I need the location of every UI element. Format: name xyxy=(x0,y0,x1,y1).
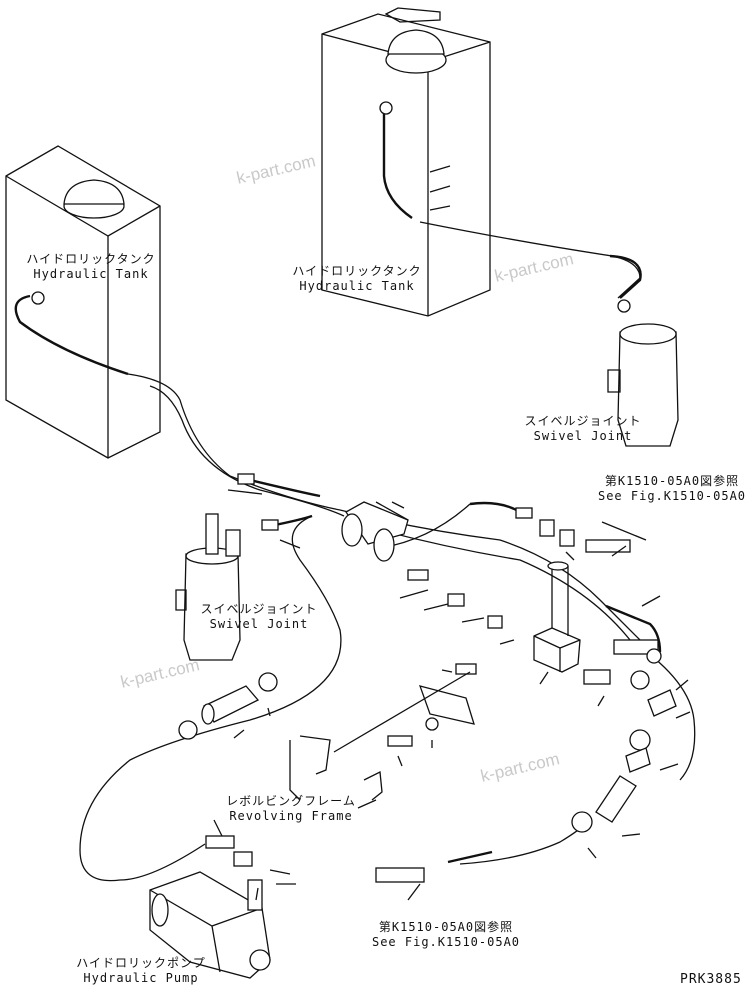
hydraulic-pump-label: ハイドロリックポンプ Hydraulic Pump xyxy=(66,956,216,986)
label-en: Hydraulic Tank xyxy=(299,279,415,293)
hydraulic-tank-left xyxy=(5,145,161,459)
revolving-frame xyxy=(289,671,475,801)
swivel-joint-left xyxy=(175,513,241,661)
drawing-code: PRK3885 xyxy=(680,972,742,987)
label-en: Hydraulic Pump xyxy=(83,971,199,985)
hydraulic-pump xyxy=(149,871,271,979)
hose-clamp-assembly xyxy=(341,501,409,562)
label-en: Revolving Frame xyxy=(229,809,353,823)
label-en: Hydraulic Tank xyxy=(33,267,149,281)
label-jp: ハイドロリックポンプ xyxy=(76,956,206,970)
label-jp: ハイドロリックタンク xyxy=(292,264,422,278)
swivel-joint-label-right: スイベルジョイント Swivel Joint xyxy=(518,414,648,444)
filters xyxy=(201,685,677,823)
label-jp: スイベルジョイント xyxy=(524,414,642,428)
revolving-frame-label: レボルビングフレーム Revolving Frame xyxy=(216,794,366,824)
label-jp: 第K1510-05A0図参照 xyxy=(604,474,740,488)
reference-label-top: 第K1510-05A0図参照 See Fig.K1510-05A0 xyxy=(594,474,750,504)
hydraulic-tank-label-right: ハイドロリックタンク Hydraulic Tank xyxy=(282,264,432,294)
label-en: See Fig.K1510-05A0 xyxy=(597,489,747,503)
label-jp: ハイドロリックタンク xyxy=(26,252,156,266)
label-en: Swivel Joint xyxy=(209,617,309,631)
leader-lines xyxy=(213,165,691,901)
label-en: Swivel Joint xyxy=(533,429,633,443)
swivel-joint-label-left: スイベルジョイント Swivel Joint xyxy=(194,602,324,632)
hydraulic-tank-right xyxy=(321,7,491,317)
fittings xyxy=(31,101,662,883)
swivel-joint-right xyxy=(607,323,679,447)
label-jp: スイベルジョイント xyxy=(200,602,318,616)
label-jp: 第K1510-05A0図参照 xyxy=(378,920,514,934)
hoses xyxy=(14,110,696,882)
valve-block xyxy=(533,561,581,673)
label-en: See Fig.K1510-05A0 xyxy=(371,935,521,949)
reference-label-bottom: 第K1510-05A0図参照 See Fig.K1510-05A0 xyxy=(366,920,526,950)
label-jp: レボルビングフレーム xyxy=(226,794,356,808)
hydraulic-tank-label-left: ハイドロリックタンク Hydraulic Tank xyxy=(16,252,166,282)
